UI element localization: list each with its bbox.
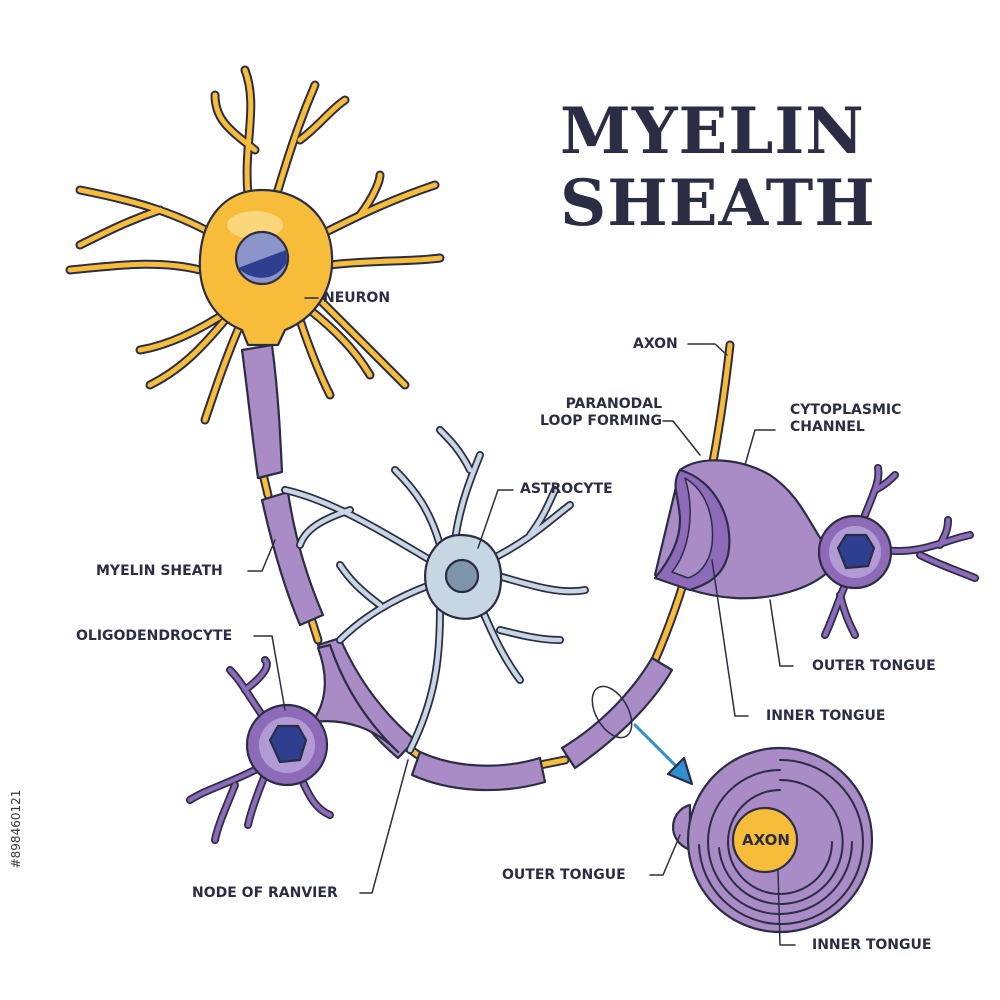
myelinated-axon [240, 340, 735, 792]
paranodal-oligodendrocyte [653, 459, 979, 639]
oligodendrocyte-cell [186, 656, 334, 844]
axon-cross-section-core [731, 806, 799, 874]
label-cytoplasmic-line-2: CHANNEL [790, 419, 865, 435]
label-inner-tongue-bottom: INNER TONGUE [812, 937, 932, 953]
cross-section-arrow [666, 756, 694, 786]
title-line-1: MYELIN [560, 94, 865, 169]
label-outer-tongue-bottom: OUTER TONGUE [502, 867, 626, 883]
label-astrocyte: ASTROCYTE [520, 481, 613, 497]
right-oligodendrocyte-nucleus [836, 533, 876, 570]
label-paranodal: PARANODAL LOOP FORMING [524, 396, 662, 430]
astrocyte-nucleus [444, 558, 480, 594]
label-inner-tongue-top: INNER TONGUE [766, 708, 886, 724]
label-neuron: NEURON [323, 290, 391, 306]
label-node-of-ranvier: NODE OF RANVIER [192, 885, 338, 901]
myelin-segment-1 [240, 343, 284, 480]
oligodendrocyte-nucleus [268, 724, 308, 764]
myelin-segment-2 [260, 490, 325, 627]
myelin-cross-section [591, 685, 874, 934]
neuron-cell [65, 65, 445, 425]
title-line-2: SHEATH [560, 166, 876, 241]
label-paranodal-line-1: PARANODAL [565, 396, 662, 412]
label-cytoplasmic-channel: CYTOPLASMIC CHANNEL [790, 402, 901, 436]
astrocyte-cell [281, 426, 589, 754]
label-axon-cross-section: AXON [742, 831, 790, 849]
label-cytoplasmic-line-1: CYTOPLASMIC [790, 402, 902, 418]
myelin-segment-4 [410, 750, 547, 792]
label-axon: AXON [633, 336, 678, 352]
stock-id: #898460121 [6, 764, 26, 894]
label-paranodal-line-2: LOOP FORMING [540, 413, 662, 429]
leader-lines [247, 297, 796, 946]
stock-id-text: #898460121 [9, 789, 23, 869]
label-oligodendrocyte: OLIGODENDROCYTE [76, 628, 233, 644]
page-title: MYELIN SHEATH [560, 94, 876, 241]
label-myelin-sheath: MYELIN SHEATH [96, 563, 223, 579]
myelin-segment-5 [560, 656, 674, 770]
label-outer-tongue-top: OUTER TONGUE [812, 658, 936, 674]
